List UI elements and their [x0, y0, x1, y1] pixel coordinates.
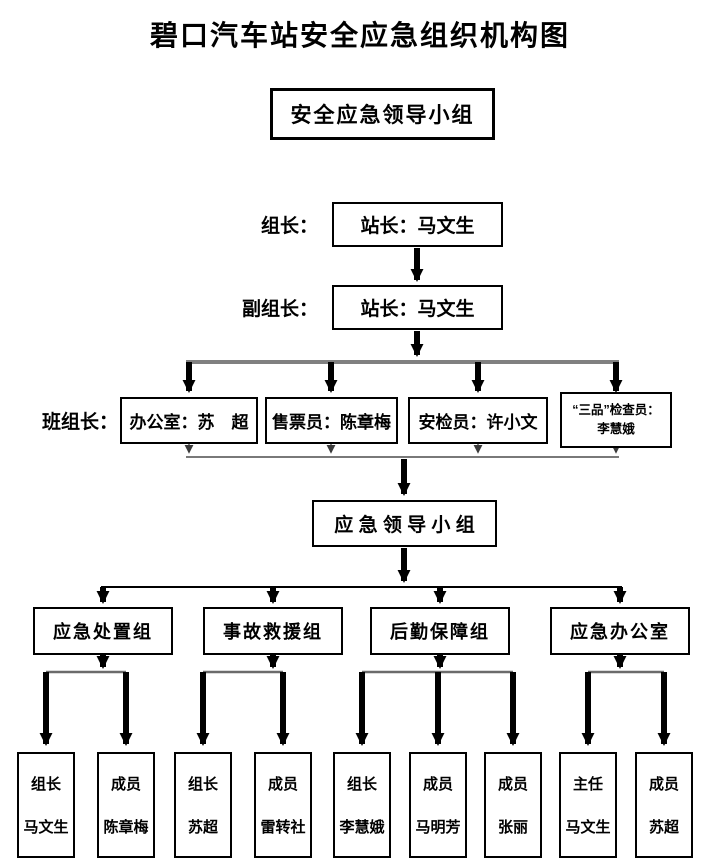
safety-emergency-leading-group-box: 安全应急领导小组	[270, 88, 495, 140]
deputy-leader-label: 副组长：	[241, 299, 318, 320]
team-box-line1: “三品”检查员：	[572, 403, 660, 418]
leader-label: 组长：	[260, 216, 318, 237]
member-name: 马明芳	[415, 819, 461, 836]
group-box-office: 应急办公室	[550, 607, 690, 655]
member-box: 成员 陈章梅	[97, 752, 155, 858]
group-box-rescue: 事故救援组	[203, 607, 343, 655]
member-box: 成员 雷转社	[254, 752, 312, 858]
member-role: 组长	[346, 776, 377, 793]
team-leader-label: 班组长：	[41, 412, 118, 433]
member-role: 成员	[648, 776, 679, 793]
member-name: 雷转社	[260, 819, 306, 836]
member-box: 成员 苏超	[635, 752, 693, 858]
member-box: 组长 苏超	[174, 752, 232, 858]
group-box-disposal: 应急处置组	[33, 607, 173, 655]
member-name: 苏超	[187, 819, 218, 836]
member-name: 李慧娥	[339, 819, 385, 836]
member-role: 成员	[110, 776, 141, 793]
member-connectors	[39, 655, 671, 746]
member-box: 主任 马文生	[559, 752, 617, 858]
member-role: 组长	[30, 776, 61, 793]
member-role: 成员	[422, 776, 453, 793]
emergency-leading-group-box: 应 急 领 导 小 组	[312, 500, 497, 547]
member-role: 成员	[267, 776, 298, 793]
collector-connectors	[184, 444, 621, 496]
deputy-leader-box: 站长：马文生	[332, 285, 503, 330]
member-role: 主任	[572, 776, 603, 793]
team-box-office: 办公室：苏 超	[120, 397, 258, 444]
diagram-title: 碧口汽车站安全应急组织机构图	[149, 20, 570, 51]
leader-box: 站长：马文生	[332, 202, 503, 247]
member-name: 张丽	[497, 819, 528, 836]
member-name: 陈章梅	[103, 819, 149, 836]
team-box-three-items-inspector: “三品”检查员： 李慧娥	[560, 392, 672, 448]
member-box: 组长 李慧娥	[333, 752, 391, 858]
member-name: 马文生	[565, 819, 611, 836]
group-connectors	[96, 548, 627, 604]
member-box: 成员 张丽	[484, 752, 542, 858]
member-box: 组长 马文生	[17, 752, 75, 858]
team-box-ticket-seller: 售票员：陈章梅	[265, 397, 398, 444]
team-box-security-inspector: 安检员：许小文	[408, 397, 548, 444]
group-box-logistics: 后勤保障组	[370, 607, 510, 655]
member-role: 组长	[187, 776, 218, 793]
member-name: 苏超	[648, 819, 679, 836]
member-role: 成员	[497, 776, 528, 793]
member-box: 成员 马明芳	[409, 752, 467, 858]
team-box-line2: 李慧娥	[597, 422, 635, 436]
team-leader-connectors	[182, 360, 623, 393]
member-name: 马文生	[23, 819, 69, 836]
